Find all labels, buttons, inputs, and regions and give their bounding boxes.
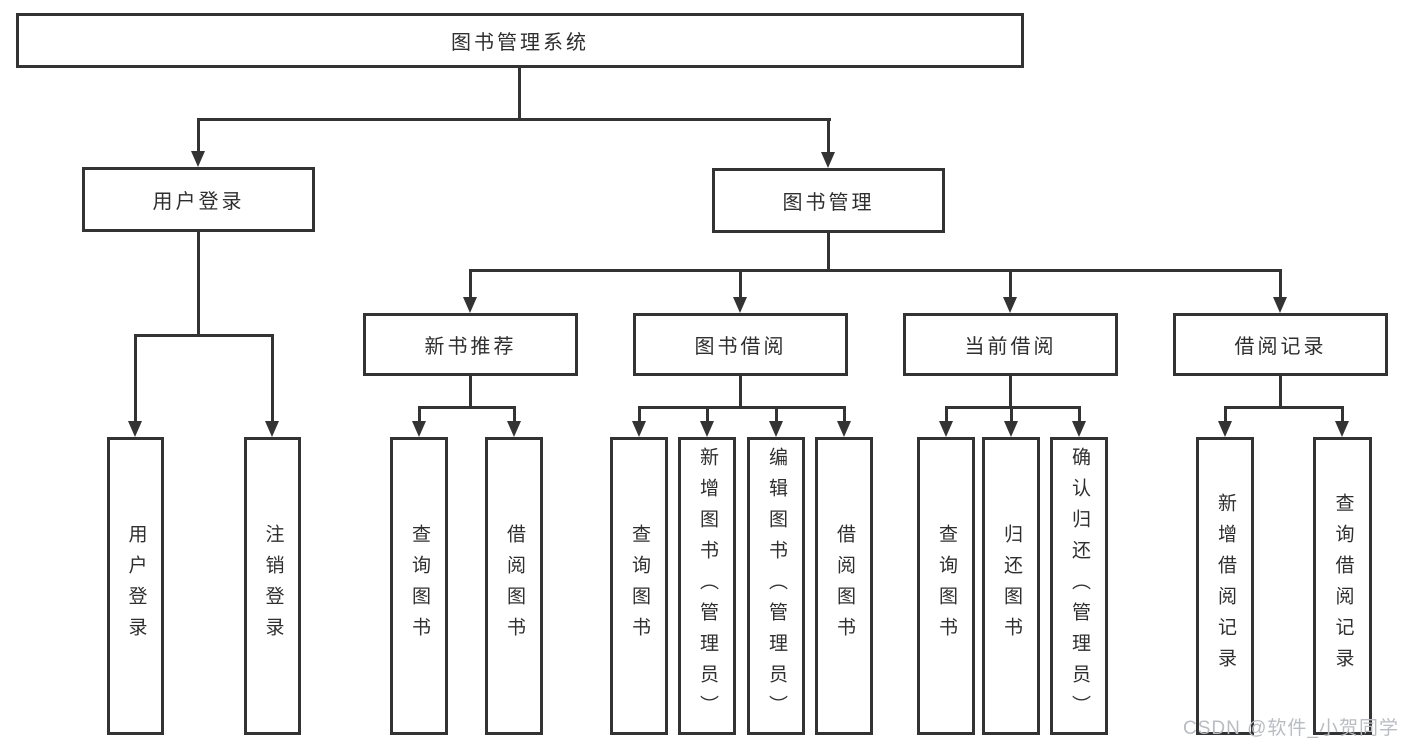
node-book-borrowing: 图书借阅 xyxy=(633,313,848,376)
connector-line xyxy=(197,118,200,152)
node-label: 新书推荐 xyxy=(424,336,517,358)
leaf-query-books-1: 查询图书 xyxy=(390,437,448,735)
watermark: CSDN @软件_小贺同学 xyxy=(1183,718,1399,739)
connector-line xyxy=(1224,406,1227,423)
arrowhead-down xyxy=(412,421,426,437)
leaf-add-book-admin: 新增图书（管理员） xyxy=(678,437,736,735)
node-label: 用户登录 xyxy=(125,524,147,648)
node-label: 新增借阅记录 xyxy=(1214,493,1236,679)
connector-line xyxy=(1009,269,1012,298)
node-label: 用户登录 xyxy=(152,191,245,213)
connector-line xyxy=(469,376,472,409)
connector-line xyxy=(1224,406,1343,409)
node-root: 图书管理系统 xyxy=(16,13,1024,68)
arrowhead-down xyxy=(1072,421,1086,437)
connector-line xyxy=(706,406,709,423)
leaf-query-books-3: 查询图书 xyxy=(917,437,975,735)
leaf-borrow-books-1: 借阅图书 xyxy=(485,437,543,735)
leaf-confirm-return-admin: 确认归还（管理员） xyxy=(1050,437,1108,735)
node-label: 借阅图书 xyxy=(833,524,855,648)
node-label: 注销登录 xyxy=(262,524,284,648)
node-label: 查询图书 xyxy=(935,524,957,648)
arrowhead-down xyxy=(1004,421,1018,437)
connector-line xyxy=(638,406,641,423)
connector-line xyxy=(1078,406,1081,423)
node-borrowing-records: 借阅记录 xyxy=(1173,313,1388,376)
connector-line xyxy=(945,406,948,423)
connector-line xyxy=(1341,406,1344,423)
leaf-borrow-books-2: 借阅图书 xyxy=(815,437,873,735)
leaf-logout: 注销登录 xyxy=(244,437,301,735)
arrowhead-down xyxy=(632,421,646,437)
node-book-management: 图书管理 xyxy=(712,168,945,233)
node-label: 查询图书 xyxy=(628,524,650,648)
connector-line xyxy=(843,406,846,423)
node-label: 借阅记录 xyxy=(1234,336,1327,358)
connector-line xyxy=(134,334,274,337)
arrowhead-down xyxy=(191,151,205,167)
leaf-user-login: 用户登录 xyxy=(107,437,164,735)
arrowhead-down xyxy=(769,421,783,437)
arrowhead-down xyxy=(821,152,835,168)
connector-line xyxy=(418,406,515,409)
node-user-login: 用户登录 xyxy=(82,167,315,232)
connector-line xyxy=(134,334,137,422)
node-label: 确认归还（管理员） xyxy=(1068,446,1090,726)
leaf-return-books: 归还图书 xyxy=(982,437,1040,735)
connector-line xyxy=(1279,269,1282,298)
connector-line xyxy=(271,334,274,422)
connector-line xyxy=(469,269,472,298)
connector-line xyxy=(827,118,830,153)
connector-line xyxy=(197,232,200,336)
arrowhead-down xyxy=(1003,297,1017,313)
arrowhead-down xyxy=(700,421,714,437)
connector-line xyxy=(1009,376,1012,409)
arrowhead-down xyxy=(463,297,477,313)
arrowhead-down xyxy=(1335,421,1349,437)
arrowhead-down xyxy=(1273,297,1287,313)
arrowhead-down xyxy=(1218,421,1232,437)
connector-line xyxy=(638,406,845,409)
arrowhead-down xyxy=(265,421,279,437)
connector-line xyxy=(518,68,521,121)
node-current-borrowing: 当前借阅 xyxy=(903,313,1118,376)
connector-line xyxy=(827,233,830,271)
node-label: 图书管理 xyxy=(782,192,875,214)
connector-line xyxy=(418,406,421,423)
leaf-add-borrow-record: 新增借阅记录 xyxy=(1196,437,1254,735)
node-label: 编辑图书（管理员） xyxy=(765,446,787,726)
node-label: 图书借阅 xyxy=(694,336,787,358)
connector-line xyxy=(513,406,516,423)
connector-line xyxy=(739,269,742,298)
node-label: 当前借阅 xyxy=(964,336,1057,358)
arrowhead-down xyxy=(837,421,851,437)
arrowhead-down xyxy=(939,421,953,437)
connector-line xyxy=(775,406,778,423)
node-label: 新增图书（管理员） xyxy=(696,446,718,726)
connector-line xyxy=(1279,376,1282,409)
connector-line xyxy=(739,376,742,409)
node-label: 借阅图书 xyxy=(503,524,525,648)
node-label: 图书管理系统 xyxy=(451,32,589,54)
connector-line xyxy=(197,118,831,121)
arrowhead-down xyxy=(507,421,521,437)
node-new-book-recommend: 新书推荐 xyxy=(363,313,578,376)
leaf-edit-book-admin: 编辑图书（管理员） xyxy=(747,437,805,735)
connector-line xyxy=(469,269,1281,272)
arrowhead-down xyxy=(128,421,142,437)
node-label: 归还图书 xyxy=(1000,524,1022,648)
leaf-query-borrow-record: 查询借阅记录 xyxy=(1313,437,1372,735)
connector-line xyxy=(1010,406,1013,423)
node-label: 查询借阅记录 xyxy=(1332,493,1354,679)
leaf-query-books-2: 查询图书 xyxy=(610,437,668,735)
arrowhead-down xyxy=(733,297,747,313)
node-label: 查询图书 xyxy=(408,524,430,648)
